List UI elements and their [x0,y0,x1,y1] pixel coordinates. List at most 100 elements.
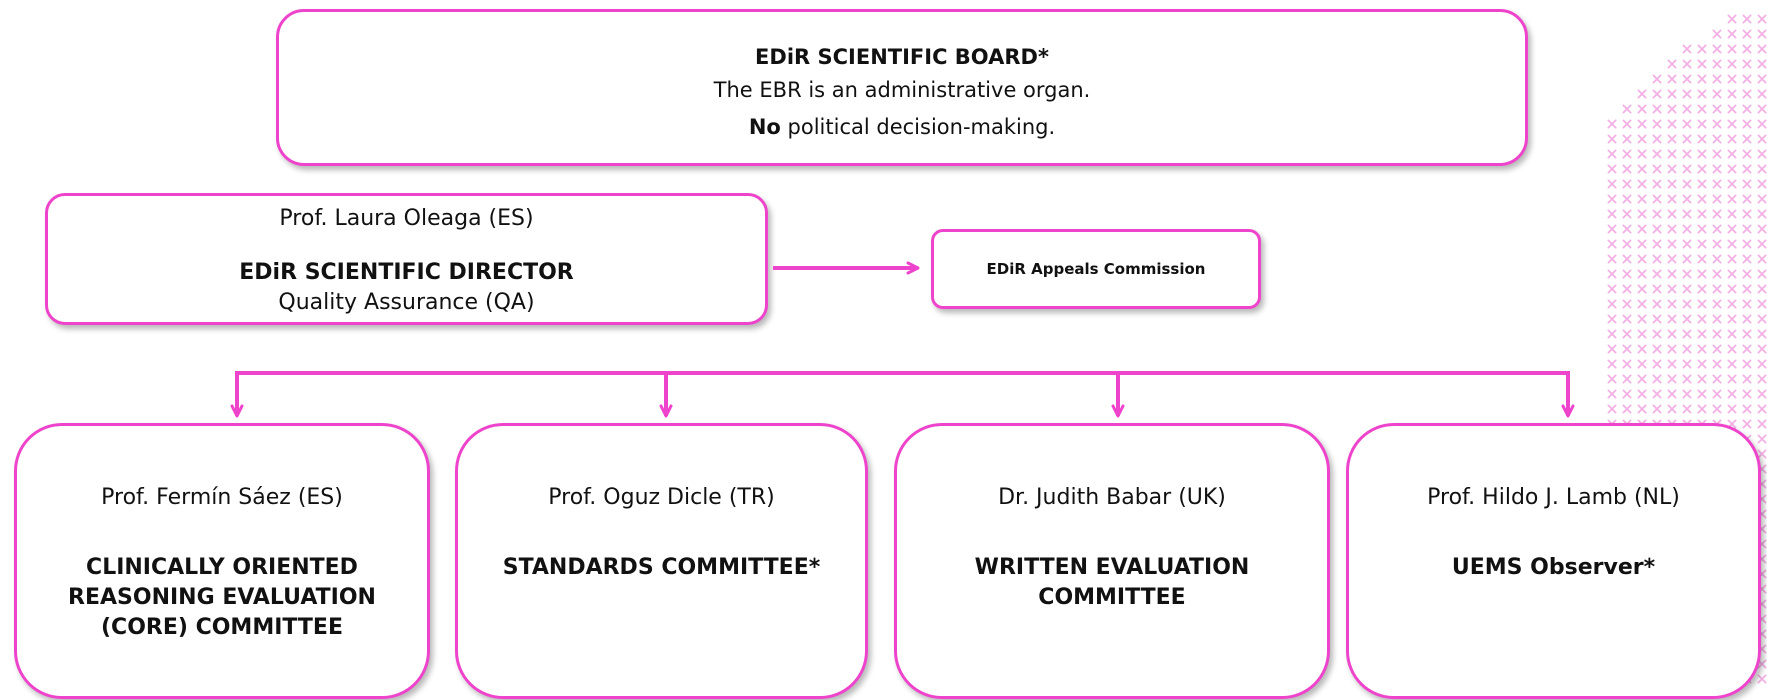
x-mark [1607,269,1617,279]
x-mark [1607,254,1617,264]
x-mark [1652,389,1662,399]
committee-box-written-evaluation: Dr. Judith Babar (UK) WRITTEN EVALUATION… [894,423,1330,699]
x-mark [1727,29,1737,39]
x-mark [1667,209,1677,219]
x-mark [1727,74,1737,84]
x-mark [1682,134,1692,144]
x-mark [1682,224,1692,234]
x-mark [1757,284,1767,294]
x-mark [1757,14,1767,24]
x-mark [1742,134,1752,144]
committee-title: UEMS Observer* [1451,555,1656,580]
x-mark [1607,284,1617,294]
x-mark [1697,194,1707,204]
x-mark [1742,59,1752,69]
x-mark [1742,419,1752,429]
x-mark [1622,374,1632,384]
x-mark [1697,134,1707,144]
x-mark [1667,104,1677,114]
x-mark [1742,284,1752,294]
x-mark [1757,74,1767,84]
committee-box-uems-observer: Prof. Hildo J. Lamb (NL) UEMS Observer* [1346,423,1761,699]
board-note: No political decision-making. [279,109,1525,146]
x-mark [1742,299,1752,309]
x-mark [1697,359,1707,369]
x-mark [1652,149,1662,159]
x-mark [1607,134,1617,144]
committee-title: WRITTEN EVALUATION COMMITTEE [974,555,1250,610]
x-mark [1652,344,1662,354]
x-mark [1652,89,1662,99]
x-mark [1607,359,1617,369]
x-mark [1757,329,1767,339]
x-mark [1682,104,1692,114]
x-mark [1757,404,1767,414]
x-mark [1652,284,1662,294]
x-mark [1667,299,1677,309]
x-mark [1652,224,1662,234]
x-mark [1637,89,1647,99]
x-mark [1682,374,1692,384]
x-mark [1742,164,1752,174]
x-mark [1757,449,1767,459]
x-mark [1712,239,1722,249]
x-mark [1697,284,1707,294]
x-mark [1682,164,1692,174]
x-mark [1637,119,1647,129]
x-mark [1757,314,1767,324]
x-mark [1742,74,1752,84]
x-mark [1667,134,1677,144]
x-mark [1682,269,1692,279]
x-mark [1622,239,1632,249]
board-description: The EBR is an administrative organ. [713,78,1091,102]
x-mark [1727,164,1737,174]
x-mark [1697,404,1707,414]
x-mark [1697,119,1707,129]
x-mark [1757,149,1767,159]
x-mark [1667,404,1677,414]
committee-box-core: Prof. Fermín Sáez (ES) CLINICALLY ORIENT… [14,423,430,699]
x-mark [1712,89,1722,99]
x-mark [1712,269,1722,279]
x-mark [1652,254,1662,264]
x-mark [1697,299,1707,309]
x-mark [1622,299,1632,309]
x-mark [1742,269,1752,279]
x-mark [1697,89,1707,99]
x-mark [1757,254,1767,264]
x-mark [1607,164,1617,174]
x-mark [1712,374,1722,384]
x-mark [1697,164,1707,174]
x-mark [1742,314,1752,324]
x-mark [1742,104,1752,114]
x-mark [1712,299,1722,309]
x-mark [1712,329,1722,339]
x-mark [1622,194,1632,204]
x-mark [1757,209,1767,219]
x-mark [1667,194,1677,204]
x-mark [1697,74,1707,84]
board-note-text: political decision-making. [780,115,1056,139]
committee-chair: Prof. Fermín Sáez (ES) [101,485,343,510]
x-mark [1757,194,1767,204]
x-mark [1637,149,1647,159]
x-mark [1622,389,1632,399]
x-mark [1667,314,1677,324]
x-mark [1757,374,1767,384]
x-mark [1712,44,1722,54]
x-mark [1652,359,1662,369]
committee-box-standards: Prof. Oguz Dicle (TR) STANDARDS COMMITTE… [455,423,868,699]
x-mark [1682,299,1692,309]
x-mark [1742,404,1752,414]
x-mark [1727,344,1737,354]
x-mark [1622,314,1632,324]
scientific-director-box: Prof. Laura Oleaga (ES) EDiR SCIENTIFIC … [45,193,768,325]
x-mark [1742,149,1752,159]
committee-title: STANDARDS COMMITTEE* [502,555,821,580]
x-mark [1727,284,1737,294]
x-mark [1727,329,1737,339]
x-mark [1712,224,1722,234]
x-mark [1697,344,1707,354]
x-mark [1742,194,1752,204]
x-mark [1727,314,1737,324]
